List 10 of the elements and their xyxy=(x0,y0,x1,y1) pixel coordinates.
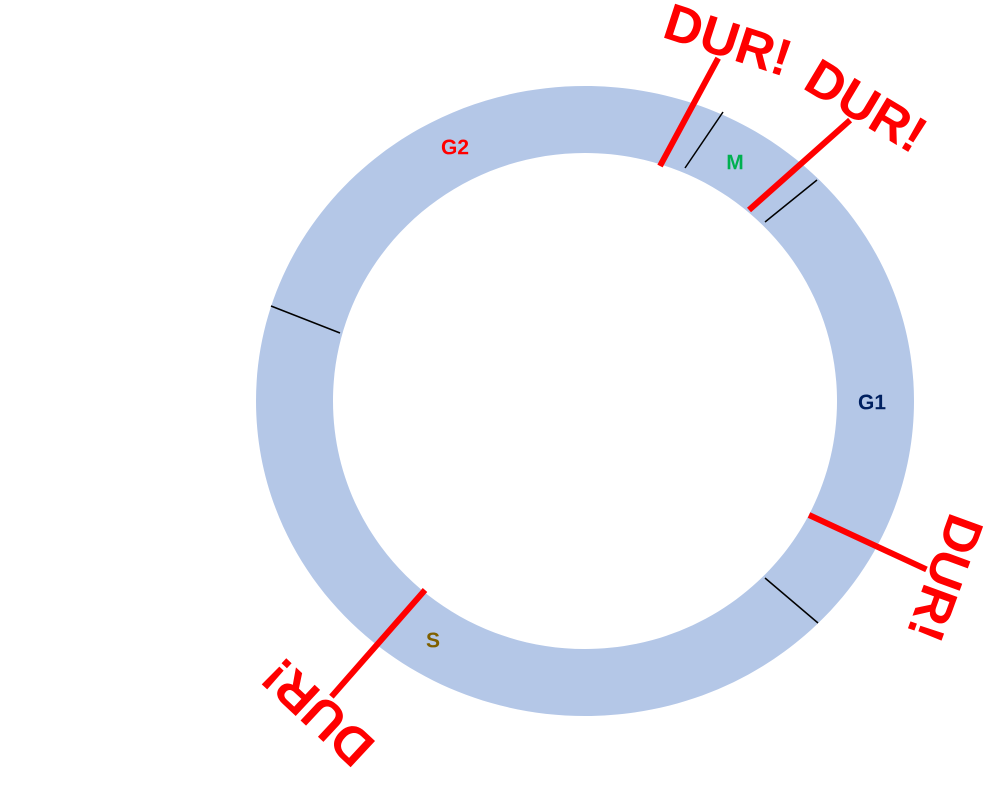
phase-label: G1 xyxy=(858,394,886,410)
checkpoint-line xyxy=(657,56,721,168)
checkpoint-line xyxy=(329,588,428,699)
phase-label: M xyxy=(728,154,742,170)
phase-label: S xyxy=(426,632,440,648)
checkpoint-label: DUR! xyxy=(664,4,791,76)
phase-label: G2 xyxy=(442,140,468,154)
checkpoint-line xyxy=(747,118,852,212)
checkpoint-label: DUR! xyxy=(908,514,984,641)
checkpoint-line xyxy=(808,512,928,572)
